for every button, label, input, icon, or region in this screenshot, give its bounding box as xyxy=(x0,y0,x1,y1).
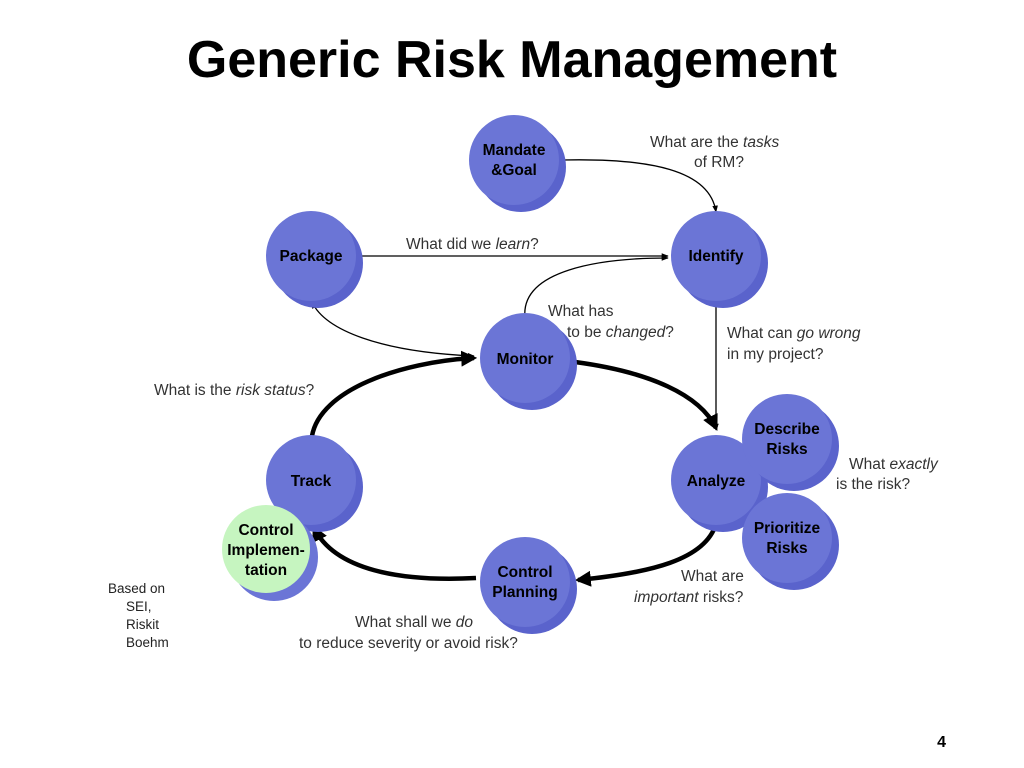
node-control-impl-label-2: Implemen- xyxy=(227,542,305,559)
question-tasks-line2: of RM? xyxy=(694,154,744,171)
node-control-planning-label-1: Control xyxy=(497,564,552,581)
node-package-label: Package xyxy=(280,248,343,265)
node-identify-label: Identify xyxy=(688,248,743,265)
node-describe-label-2: Risks xyxy=(766,441,807,458)
node-analyze-label: Analyze xyxy=(687,473,746,490)
node-mandate-goal[interactable]: Mandate &Goal xyxy=(469,115,566,212)
question-do-line2: to reduce severity or avoid risk? xyxy=(299,635,518,652)
node-track[interactable]: Track xyxy=(266,435,363,532)
question-changed-line1: What has xyxy=(548,303,614,320)
node-mandate-goal-label-2: &Goal xyxy=(491,162,537,179)
source-line-1: Based on xyxy=(108,581,166,596)
edge-monitor-to-analyze xyxy=(574,359,719,431)
questions: What are the tasks of RM? What did we le… xyxy=(154,134,939,652)
source-line-2: SEI, xyxy=(126,599,152,614)
edge-mandate-to-identify xyxy=(561,159,718,213)
node-monitor[interactable]: Monitor xyxy=(480,313,577,410)
edge-monitor-package xyxy=(311,301,475,359)
node-describe-label-1: Describe xyxy=(754,421,820,438)
node-analyze[interactable]: Analyze xyxy=(671,435,768,532)
page-number: 4 xyxy=(937,734,946,751)
source-line-3: Riskit xyxy=(126,617,159,632)
node-prioritize-label-2: Risks xyxy=(766,540,807,557)
question-tasks-line1: What are the tasks xyxy=(650,134,779,151)
node-monitor-label: Monitor xyxy=(497,351,554,368)
edge-track-to-monitor xyxy=(309,350,478,437)
node-mandate-goal-label-1: Mandate xyxy=(483,142,546,159)
node-prioritize-label-1: Prioritize xyxy=(754,520,821,537)
node-package[interactable]: Package xyxy=(266,211,363,308)
question-exactly-line1: What exactly xyxy=(849,456,939,473)
question-learn: What did we learn? xyxy=(406,236,539,253)
question-important-line2: important risks? xyxy=(634,589,744,606)
nodes: Mandate &Goal Package Identify Monitor T… xyxy=(222,115,839,634)
question-risk-status: What is the risk status? xyxy=(154,382,315,399)
edge-control-planning-to-track xyxy=(311,525,477,581)
node-control-implementation[interactable]: Control Implemen- tation xyxy=(222,505,318,601)
node-track-label: Track xyxy=(291,473,332,490)
edge-analyze-to-control-planning xyxy=(574,523,719,587)
source-note: Based on SEI, Riskit Boehm xyxy=(108,580,169,652)
question-go-wrong-line1: What can go wrong xyxy=(727,325,861,342)
source-line-4: Boehm xyxy=(126,635,169,650)
edge-monitor-to-identify xyxy=(524,255,669,319)
question-important-line1: What are xyxy=(681,568,744,585)
slide-title: Generic Risk Management xyxy=(186,31,838,89)
question-exactly-line2: is the risk? xyxy=(836,476,910,493)
question-go-wrong-line2: in my project? xyxy=(727,346,824,363)
node-control-impl-label-3: tation xyxy=(245,562,287,579)
node-prioritize-risks[interactable]: Prioritize Risks xyxy=(742,493,839,590)
question-changed-line2: to be changed? xyxy=(567,324,674,341)
node-control-impl-label-1: Control xyxy=(238,522,293,539)
node-describe-risks[interactable]: Describe Risks xyxy=(742,394,839,491)
edges xyxy=(309,159,719,587)
node-identify[interactable]: Identify xyxy=(671,211,768,308)
node-control-planning[interactable]: Control Planning xyxy=(480,537,577,634)
node-control-planning-label-2: Planning xyxy=(492,584,557,601)
question-do-line1: What shall we do xyxy=(355,614,473,631)
